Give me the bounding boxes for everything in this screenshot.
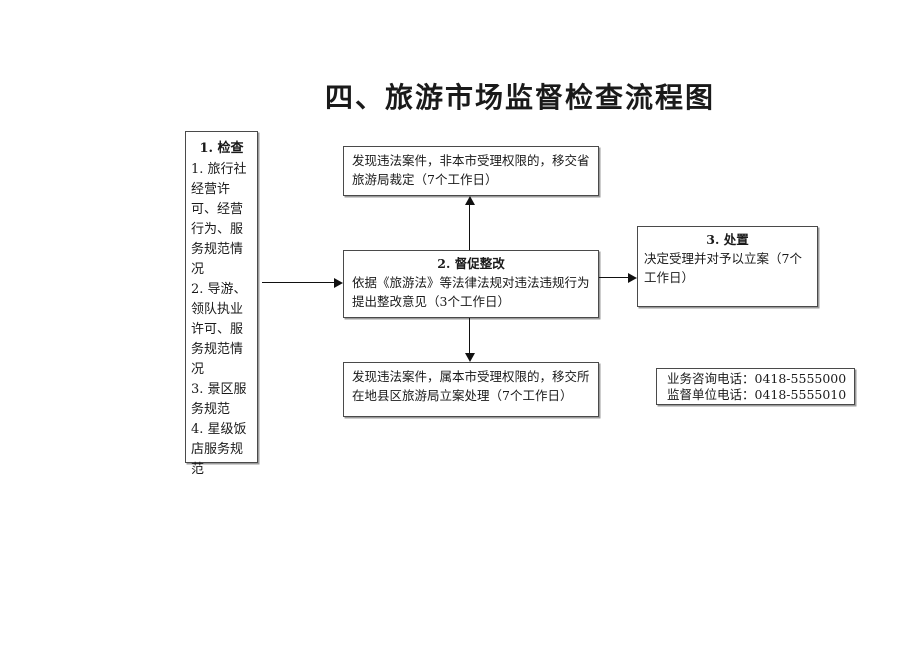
arrow-supervise-to-province-head xyxy=(465,196,475,205)
arrow-supervise-to-dispose-line xyxy=(599,277,629,278)
contact-line-business: 业务咨询电话：0418-5555000 xyxy=(667,371,847,386)
page-title: 四、旅游市场监督检查流程图 xyxy=(324,81,715,114)
supervise-box: 2. 督促整改 依据《旅游法》等法律法规对违法违规行为提出整改意见（3个工作日） xyxy=(343,250,599,318)
inspect-item-4: 4. 星级饭店服务规范 xyxy=(191,422,247,477)
arrow-supervise-to-province-line xyxy=(469,205,470,250)
arrow-supervise-to-county-line xyxy=(469,318,470,354)
arrow-supervise-to-county-head xyxy=(465,353,475,362)
referral-province-box: 发现违法案件，非本市受理权限的，移交省旅游局裁定（7个工作日） xyxy=(343,146,599,196)
arrow-supervise-to-dispose-head xyxy=(628,273,637,283)
dispose-box-title: 3. 处置 xyxy=(706,232,749,247)
inspect-item-2: 2. 导游、领队执业许可、服务规范情况 xyxy=(191,282,247,377)
contact-box: 业务咨询电话：0418-5555000 监督单位电话：0418-5555010 xyxy=(656,368,855,405)
inspect-item-1: 1. 旅行社经营许可、经营行为、服务规范情况 xyxy=(191,162,247,277)
inspect-box-title: 1. 检查 xyxy=(199,141,244,156)
supervise-box-title: 2. 督促整改 xyxy=(437,256,505,271)
arrow-inspect-to-supervise-head xyxy=(334,278,343,288)
supervise-box-text: 依据《旅游法》等法律法规对违法违规行为提出整改意见（3个工作日） xyxy=(352,275,590,309)
referral-province-text: 发现违法案件，非本市受理权限的，移交省旅游局裁定（7个工作日） xyxy=(352,153,590,187)
contact-line-supervision: 监督单位电话：0418-5555010 xyxy=(667,387,847,402)
inspect-item-3: 3. 景区服务规范 xyxy=(191,382,247,417)
dispose-box-text: 决定受理并对予以立案（7个工作日） xyxy=(644,251,802,285)
arrow-inspect-to-supervise-line xyxy=(262,282,336,283)
dispose-box: 3. 处置 决定受理并对予以立案（7个工作日） xyxy=(637,226,818,307)
referral-county-box: 发现违法案件，属本市受理权限的，移交所在地县区旅游局立案处理（7个工作日） xyxy=(343,362,599,417)
referral-county-text: 发现违法案件，属本市受理权限的，移交所在地县区旅游局立案处理（7个工作日） xyxy=(352,369,590,403)
inspect-box: 1. 检查 1. 旅行社经营许可、经营行为、服务规范情况 2. 导游、领队执业许… xyxy=(185,131,258,477)
